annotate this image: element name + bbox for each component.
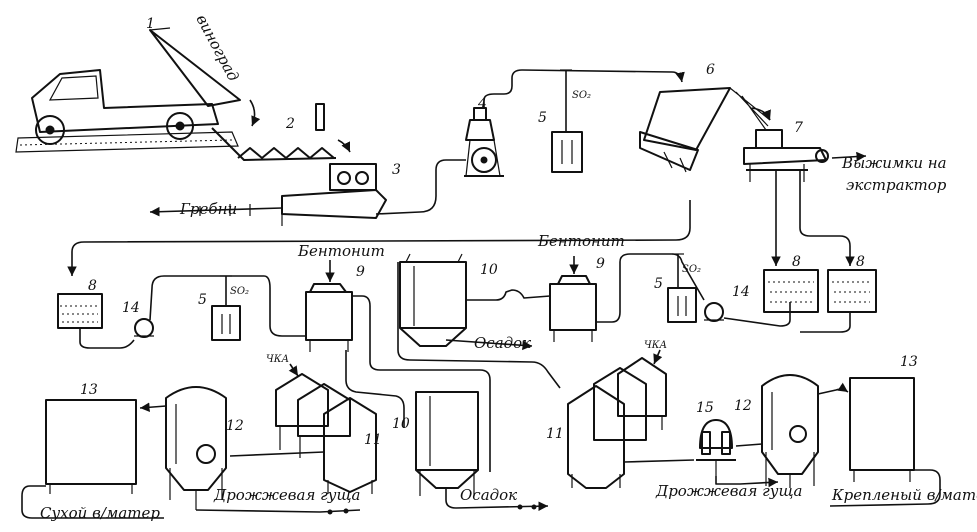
bentonite-label-right: Бентонит [537,232,625,250]
label-2: 2 [285,116,295,132]
so2-dosing-unit-right [667,253,697,323]
pipe-12-to-13-left [139,402,167,413]
sediment-label-upper: Осадок [474,334,531,352]
label-5-left: 5 [198,292,207,308]
label-4: 4 [477,96,487,112]
label-1: 1 [146,16,155,32]
fermentation-tank-right [761,374,819,488]
label-14-left: 14 [122,300,140,316]
storage-tank-dry [45,399,137,494]
pipe-14-to-9-left [149,275,306,337]
must-pump [464,107,504,177]
dry-base-label: Сухой в/матер [40,504,160,522]
fermenter-battery-right [567,349,667,489]
pipe-8-to-14-right [723,302,791,327]
label-13-left: 13 [80,382,98,398]
cka-label-right: ЧКА [644,340,667,351]
must-pipe-to-pump [375,159,466,215]
pipe-9-to-10-lower [352,295,491,472]
pipe-12-to-13-right [817,382,849,395]
drainer-to-settling-left [67,200,691,276]
so2-label-top: SO₂ [572,90,591,101]
settling-tank-left [57,293,103,329]
label-12-left: 12 [226,418,244,434]
label-10-upper: 10 [480,262,498,278]
yeast-lees-label-left: Дрожжевая гуща [213,486,360,504]
fermenter-battery-left [275,363,377,494]
grapes-label: виноград [192,11,242,84]
settling-tank-right [827,269,877,313]
label-5-top: 5 [538,110,547,126]
yeast-lees-label-right: Дрожжевая гуща [655,482,802,500]
pipe-8b-to-14-right [800,312,851,333]
feed-screw-conveyor [211,99,351,161]
label-13-right: 13 [900,354,918,370]
drainer [639,87,771,173]
pump-14-left [134,318,154,338]
so2-dosing-unit-left [211,275,241,341]
sediment-label-lower: Осадок [460,486,517,504]
settling-tank-middle [763,269,819,313]
pipe-to-drainer [483,69,685,108]
sediment-line-lower [445,488,549,512]
label-5-right: 5 [654,276,663,292]
pump-14-right [704,302,724,322]
press [743,129,867,182]
grape-truck [15,27,241,153]
label-15: 15 [696,400,714,416]
pomace-label: Выжимки на [841,154,947,172]
pipe-9-to-11-left [345,350,405,428]
label-7: 7 [794,120,803,136]
clarification-tank-lower [415,391,479,496]
fermentation-tank-left [165,386,227,510]
sediment-line-upper [445,339,533,351]
label-11-left: 11 [364,432,382,448]
bentonite-treatment-tank-right [549,256,597,342]
label-9-right: 9 [596,256,605,272]
storage-tank-fortified [849,377,915,482]
label-11-right: 11 [546,426,564,442]
yeast-lees-line-left [195,509,361,513]
lees-filter [696,419,736,476]
fortified-base-label: Крепленый в/матер [831,486,977,504]
pipe-11-to-12-left [229,451,325,457]
so2-dosing-unit-top [551,69,583,173]
label-8-left: 8 [88,278,97,294]
label-8-right: 8 [856,254,865,270]
label-10-lower: 10 [392,416,410,432]
pipe-11-to-15 [623,459,695,463]
label-3: 3 [392,162,401,178]
crusher-destemmer [281,163,387,226]
dry-base-outlet [21,485,164,519]
pipe-15-to-12-right [735,443,763,447]
extractor-label: экстрактор [846,176,947,194]
pipe-8-to-14 [79,328,135,349]
pipe-10-to-9-right [466,289,551,301]
label-6: 6 [706,62,715,78]
bentonite-label-left: Бентонит [297,242,385,260]
so2-label-right: SO₂ [682,264,701,275]
bentonite-treatment-tank-left [305,260,353,352]
fortified-base-outlet [829,469,941,507]
pipe-10-to-11-right [397,262,561,389]
cka-label-left: ЧКА [266,354,289,365]
so2-label-left: SO₂ [230,286,249,297]
label-9-left: 9 [356,264,365,280]
label-14-right: 14 [732,284,750,300]
label-8-middle: 8 [792,254,801,270]
press-to-reservoir-right [799,170,855,266]
stems-label: Гребни [179,200,237,218]
pipe-9-right-to-14 [596,253,705,323]
clarification-tank-upper [399,253,467,347]
label-12-right: 12 [734,398,752,414]
yeast-lees-line-right [715,476,779,488]
stems-line [149,204,283,217]
